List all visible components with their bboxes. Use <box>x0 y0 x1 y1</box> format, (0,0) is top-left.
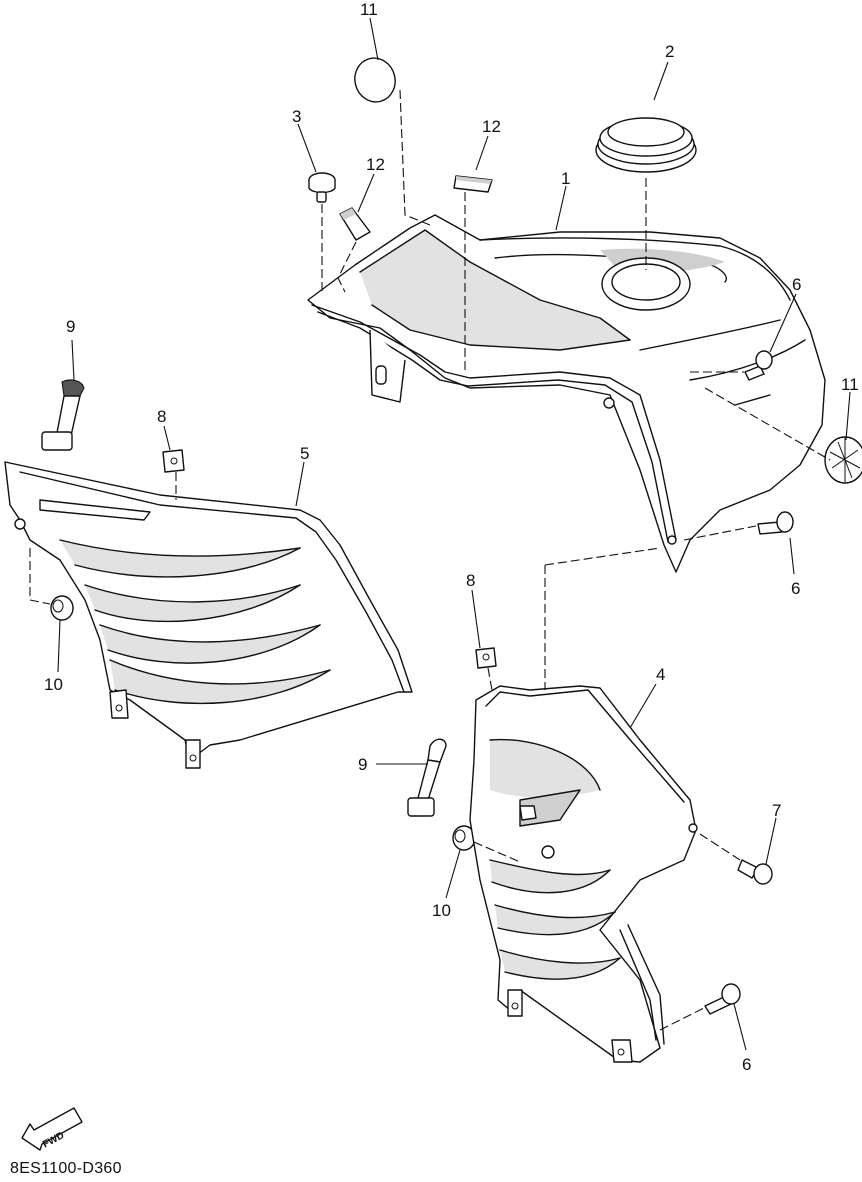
side-panel-part-5 <box>4 461 413 769</box>
nut-part-8-right <box>475 647 497 669</box>
screw-part-6-middle <box>757 511 794 535</box>
cap-part-11-right <box>824 436 862 484</box>
cap-part-11-top <box>354 57 396 103</box>
callout-11-top: 11 <box>360 0 378 19</box>
callout-numbers: 11 2 3 12 12 1 6 9 11 8 5 6 8 4 10 9 7 1… <box>44 0 859 1074</box>
screw-part-6-bottom <box>704 983 741 1015</box>
callout-6-middle: 6 <box>791 579 800 598</box>
screw-part-6-top <box>744 350 773 381</box>
callout-9-right: 9 <box>358 755 367 774</box>
leader-lines <box>57 17 851 1051</box>
callout-2: 2 <box>665 42 674 61</box>
callout-6-bottom: 6 <box>742 1055 751 1074</box>
callout-11-right: 11 <box>841 375 859 394</box>
clip-part-9-right <box>407 738 447 817</box>
nut-part-8-left <box>162 449 185 473</box>
fwd-arrow-icon: FWD <box>21 1107 83 1151</box>
callout-6-top: 6 <box>792 275 801 294</box>
callout-8-right: 8 <box>466 571 475 590</box>
callout-12-left: 12 <box>366 155 385 174</box>
callout-8-left: 8 <box>157 407 166 426</box>
callout-10-right: 10 <box>432 901 451 920</box>
callout-9-left: 9 <box>66 317 75 336</box>
pad-part-12-top <box>453 175 493 193</box>
grommet-part-10-left <box>50 595 74 621</box>
callout-3: 3 <box>292 107 301 126</box>
callout-1: 1 <box>561 169 570 188</box>
tank-cover-part-1 <box>307 214 826 573</box>
clip-part-9-left <box>41 379 85 451</box>
screw-part-7 <box>737 859 773 885</box>
grommet-part-2 <box>595 117 697 173</box>
grommet-part-10-right <box>452 825 476 851</box>
bolt-part-3 <box>308 172 336 203</box>
callout-5: 5 <box>300 444 309 463</box>
callout-10-left: 10 <box>44 675 63 694</box>
assembly-lines <box>29 89 831 1031</box>
pad-part-12-left <box>339 207 371 241</box>
side-panel-part-4 <box>469 685 698 1063</box>
diagram-reference-code: 8ES1100-D360 <box>10 1160 122 1177</box>
callout-4: 4 <box>656 665 665 684</box>
callout-7: 7 <box>772 801 781 820</box>
callout-12-top: 12 <box>482 117 501 136</box>
